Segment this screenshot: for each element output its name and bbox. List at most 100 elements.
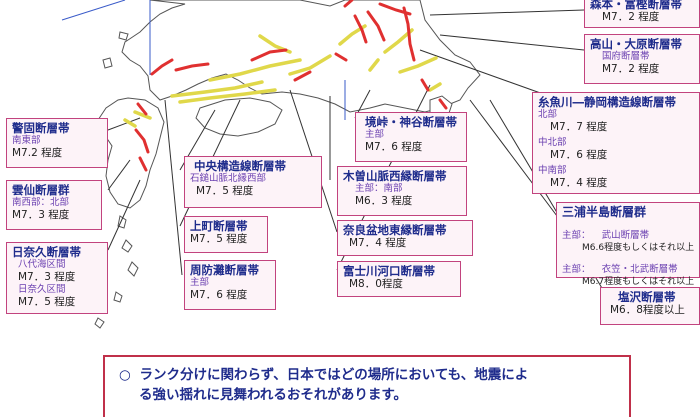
honshu-outline	[121, 0, 481, 113]
box-subtitle: 主部：南部	[355, 183, 403, 195]
fault-yellow-3	[208, 58, 302, 82]
box-subtitle: 主部	[190, 277, 210, 289]
box-magnitude: M7.2 程度	[12, 147, 63, 160]
box-magnitude: M7．3 程度	[18, 271, 76, 284]
box-title: 奈良盆地東縁断層帯	[343, 223, 447, 237]
box-magnitude: M7．5 程度	[18, 296, 76, 309]
fault-yellow-10	[133, 110, 152, 120]
note-box: ○ ランク分けに関わらず、日本ではどの場所においても、地震によ る強い揺れに見舞…	[103, 355, 631, 417]
box-magnitude: M6．3 程度	[355, 195, 413, 208]
note-bullet: ○	[119, 367, 131, 383]
fault-red-6	[334, 52, 348, 62]
box-magnitude: M7．5 程度	[190, 233, 248, 246]
box-magnitude: M7．2 程度	[602, 11, 660, 24]
fault-red-9	[150, 58, 174, 76]
northwest-islands	[102, 31, 129, 69]
part-subtitle: 中北部	[538, 137, 567, 149]
box-chuo: 中央構造線断層帯 石鎚山脈北縁西部 M7．5 程度	[184, 156, 322, 208]
fault-yellow-2	[178, 88, 277, 104]
box-title: 日奈久断層帯	[12, 245, 81, 259]
row-label: 主部：	[562, 230, 591, 241]
part-magnitude: M7．4 程度	[550, 177, 608, 190]
row-sub: 武山断層帯	[601, 230, 650, 241]
note-line-1: ランク分けに関わらず、日本ではどの場所においても、地震によ	[139, 367, 529, 383]
part-magnitude: M7．6 程度	[550, 149, 608, 162]
box-magnitude: M7．2 程度	[602, 63, 660, 76]
box-subtitle: 石鎚山脈北縁西部	[190, 173, 267, 185]
shikoku-outline	[195, 97, 283, 137]
fault-red-15	[438, 98, 448, 110]
box-title: 富士川河口断層帯	[343, 264, 435, 278]
fault-red-8	[250, 48, 288, 62]
box-takayama: 高山・大原断層帯 国府断層帯 M7．2 程度	[584, 34, 700, 84]
box-title: 周防灘断層帯	[190, 263, 259, 277]
box-subtitle: 国府断層帯	[602, 51, 650, 63]
box-subtitle: 南西部：北部	[12, 197, 70, 209]
box-title: 境峠・神谷断層帯	[365, 115, 457, 129]
box-fujikawa: 富士川河口断層帯 M8．0程度	[337, 261, 461, 297]
box-magnitude: M7．6 程度	[365, 141, 423, 154]
box-title: 雲仙断層群	[12, 183, 70, 197]
box-unzen: 雲仙断層群 南西部：北部 M7．3 程度	[6, 180, 102, 230]
row-magnitude: M6.7程度もしくはそれ以上	[582, 277, 695, 288]
fault-red-7	[293, 70, 312, 82]
fault-red-kyushu3	[138, 156, 148, 172]
note-line-2: る強い揺れに見舞われるおそれがあります。	[139, 387, 407, 404]
box-nara: 奈良盆地東縁断層帯 M7．4 程度	[337, 220, 473, 256]
box-itoigawa: 糸魚川―静岡構造線断層帯 北部 M7．7 程度 中北部 M7．6 程度 中南部 …	[532, 92, 700, 194]
part-magnitude: M7．7 程度	[550, 121, 608, 134]
box-kiso: 木曽山脈西縁断層帯 主部：南部 M6．3 程度	[337, 166, 467, 216]
row-label: 主部：	[562, 264, 591, 276]
box-subtitle: 南東部	[12, 135, 41, 147]
box-title: 塩沢断層帯	[618, 290, 676, 304]
box-morimoto: 森本・富樫断層帯 M7．2 程度	[584, 0, 700, 28]
fault-red-itoigawa	[402, 6, 416, 62]
box-suonada: 周防灘断層帯 主部 M7．6 程度	[184, 260, 276, 310]
fault-red-2	[353, 14, 368, 44]
fault-yellow-11	[368, 58, 380, 72]
fault-yellow-9	[123, 118, 137, 128]
fault-yellow-12	[428, 82, 442, 92]
box-shiozawa: 塩沢断層帯 M6．8程度以上	[600, 287, 700, 325]
box-subtitle: 主部	[365, 129, 385, 141]
box-title: 森本・富樫断層帯	[590, 0, 682, 11]
box-magnitude: M7．6 程度	[190, 289, 248, 302]
box-uemachi: 上町断層帯 M7．5 程度	[184, 216, 268, 253]
southern-islands	[94, 215, 139, 329]
box-magnitude: M6．8程度以上	[610, 304, 685, 317]
miura-row-2: 主部： 衣笠・北武断層帯	[562, 257, 694, 277]
box-title: 高山・大原断層帯	[590, 37, 682, 51]
box-title: 警固断層帯	[12, 121, 70, 135]
fault-yellow-1	[170, 80, 264, 98]
fault-red-kyushu1	[136, 102, 148, 116]
row-magnitude: M6.6程度もしくはそれ以上	[582, 243, 695, 253]
part-subtitle: 北部	[538, 109, 558, 121]
fault-red-3	[366, 10, 386, 42]
part-subtitle: 中南部	[538, 165, 567, 177]
box-subtitle: 日奈久区間	[18, 284, 66, 296]
box-title: 糸魚川―静岡構造線断層帯	[538, 95, 676, 109]
box-sakaitoge: 境峠・神谷断層帯 主部 M7．6 程度	[355, 112, 467, 162]
box-hinagu: 日奈久断層帯 八代海区間 M7．3 程度 日奈久区間 M7．5 程度	[6, 242, 108, 314]
box-title: 中央構造線断層帯	[194, 159, 286, 173]
fault-red-kyushu2	[134, 128, 150, 154]
fault-red-14	[420, 78, 430, 92]
miura-row-1: 主部： 武山断層帯	[562, 223, 694, 243]
box-keigo: 警固断層帯 南東部 M7.2 程度	[6, 118, 108, 168]
fault-yellow-4	[288, 54, 332, 76]
row-sub: 衣笠・北武断層帯	[601, 264, 678, 276]
box-subtitle: 八代海区間	[18, 259, 66, 271]
box-magnitude: M7．4 程度	[349, 237, 407, 250]
fault-red-morimoto	[343, 0, 354, 8]
box-magnitude: M8．0程度	[349, 278, 403, 291]
box-magnitude: M7．3 程度	[12, 209, 70, 222]
box-title: 三浦半島断層群	[562, 205, 647, 219]
fault-yellow-6	[383, 28, 414, 54]
box-title: 木曽山脈西縁断層帯	[343, 169, 447, 183]
box-title: 上町断層帯	[190, 219, 248, 233]
box-miura: 三浦半島断層群 主部： 武山断層帯 M6.6程度もしくはそれ以上 主部： 衣笠・…	[556, 202, 700, 287]
fault-red-10	[174, 62, 210, 72]
box-magnitude: M7．5 程度	[196, 185, 254, 198]
fault-yellow-7	[398, 56, 438, 74]
